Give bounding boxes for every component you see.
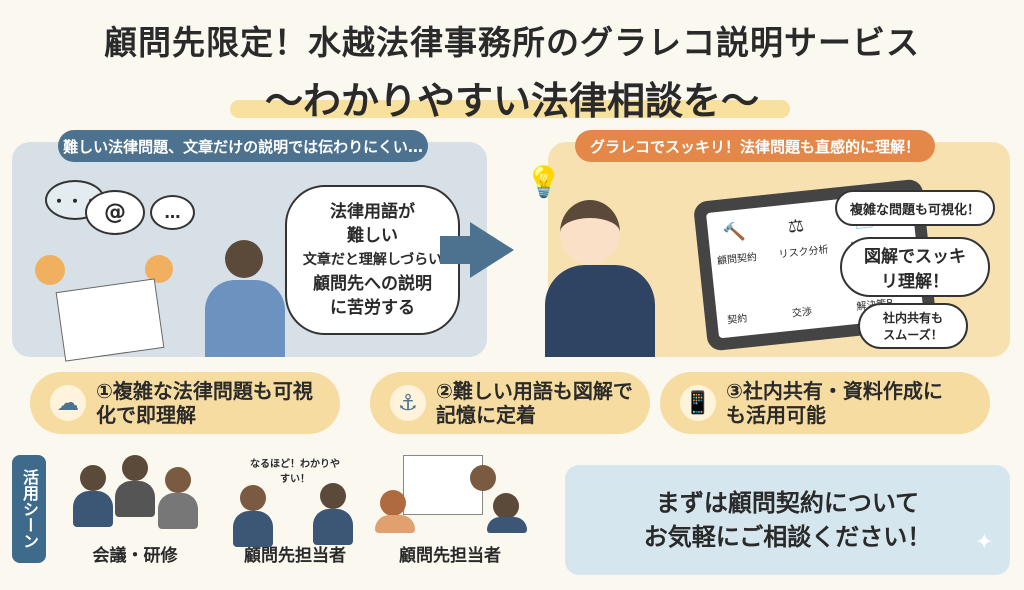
bubble-text: 図解でスッキリ理解！	[864, 247, 966, 292]
speech-bubble-icon: ・・・	[45, 180, 105, 220]
scene-caption: 会議・研修	[92, 546, 178, 566]
arrow-right-icon-head	[470, 222, 514, 278]
feature-1: ☁ ①複雑な法律問題も可視化で即理解	[30, 372, 340, 434]
scene-presentation: 顧問先担当者	[375, 455, 527, 566]
scene-caption: 顧問先担当者	[399, 546, 501, 566]
feature-text: ③社内共有・資料作成にも活用可能	[726, 379, 943, 427]
tablet-item: 契約	[726, 313, 748, 327]
confused-man-head	[225, 240, 263, 278]
anchor-icon: ⚓	[390, 385, 426, 421]
problem-header: 難しい法律問題、文章だけの説明では伝わりにくい…	[58, 130, 428, 162]
solution-bubble-2: 図解でスッキリ理解！	[840, 237, 990, 297]
lightbulb-icon: 💡	[525, 165, 563, 200]
gavel-icon: 🔨	[722, 221, 747, 245]
bubble-text: 複雑な問題も可視化！	[849, 202, 980, 218]
tablet-item: 交渉	[791, 306, 813, 320]
client-illustration: なるほど！わかりやすい！	[220, 455, 370, 547]
tablet-item: 顧問契約	[716, 252, 758, 268]
brain-icon: ☁	[50, 385, 86, 421]
solution-header: グラレコでスッキリ！法律問題も直感的に理解！	[575, 130, 935, 162]
confused-face-icon	[145, 255, 173, 283]
cta-line1: まずは顧問契約について	[655, 489, 920, 517]
scales-icon: ⚖	[786, 214, 806, 238]
problem-bubble-2: 文章だと理解しづらい	[302, 252, 443, 268]
confused-face-icon	[35, 255, 65, 285]
speech-bubble-icon: …	[150, 195, 195, 230]
sparkle-icon: ✦	[975, 530, 994, 555]
cta-line2: お気軽にご相談ください！	[643, 523, 932, 551]
title-highlight	[230, 100, 790, 118]
problem-bubble-3: 顧問先への説明に苦労する	[313, 274, 432, 318]
presentation-illustration	[375, 455, 527, 533]
solution-bubble-1: 複雑な問題も可視化！	[835, 190, 995, 226]
cta-box[interactable]: まずは顧問契約について お気軽にご相談ください！	[565, 465, 1010, 575]
problem-bubble-1: 法律用語が難しい	[330, 202, 415, 246]
solution-bubble-3: 社内共有もスムーズ！	[858, 303, 968, 349]
feature-text: ①複雑な法律問題も可視化で即理解	[96, 379, 313, 427]
whiteboard-chart-icon	[403, 455, 483, 515]
title-line1: 顧問先限定！水越法律事務所のグラレコ説明サービス	[104, 23, 920, 62]
feature-3: 📱 ③社内共有・資料作成にも活用可能	[660, 372, 990, 434]
feature-2: ⚓ ②難しい用語も図解で記憶に定着	[370, 372, 650, 434]
bubble-text: 社内共有もスムーズ！	[882, 311, 943, 342]
problem-thought-bubble: 法律用語が難しい 文章だと理解しづらい 顧問先への説明に苦労する	[285, 185, 460, 335]
feature-text: ②難しい用語も図解で記憶に定着	[436, 379, 633, 427]
title-line2: 〜わかりやすい法律相談を〜	[264, 79, 759, 123]
scene-client: なるほど！わかりやすい！ 顧問先担当者	[220, 455, 370, 566]
scenes-label: 活用シーン	[12, 455, 46, 563]
scene-caption: 顧問先担当者	[244, 546, 346, 566]
confused-man-body	[205, 280, 285, 357]
documents-icon	[55, 278, 165, 362]
tablet-item: リスク分析	[778, 244, 830, 261]
speech-text: なるほど！わかりやすい！	[250, 459, 340, 485]
meeting-illustration	[60, 455, 210, 533]
lawyer-head	[560, 200, 620, 265]
lawyer-body	[545, 265, 655, 357]
smartphone-share-icon: 📱	[680, 385, 716, 421]
tangled-thought-icon: @	[85, 190, 145, 235]
scene-meeting: 会議・研修	[60, 455, 210, 566]
arrow-right-icon	[440, 236, 474, 264]
